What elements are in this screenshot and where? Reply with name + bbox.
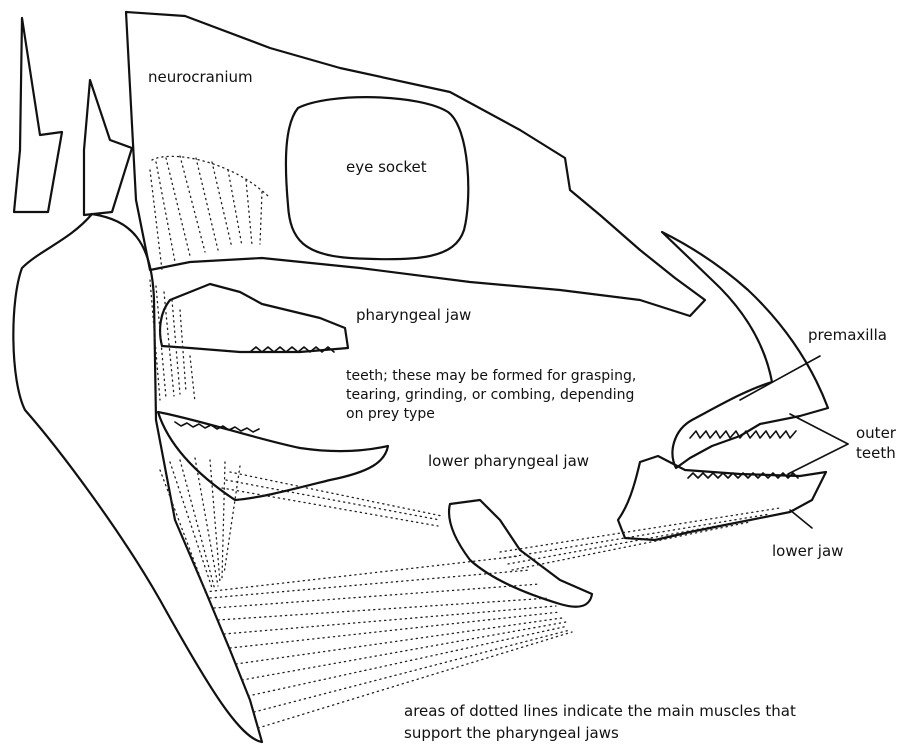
eye-socket-outline — [286, 97, 468, 259]
muscle-fibers-upper — [150, 156, 268, 270]
lower-jaw-teeth — [688, 473, 798, 478]
premaxilla-leader-line — [740, 356, 820, 400]
lower-pharyngeal-jaw — [158, 412, 388, 500]
footnote-line-2: support the pharyngeal jaws — [404, 724, 619, 742]
label-outer-teeth-line-2: teeth — [856, 444, 896, 462]
label-pharyngeal-jaw: pharyngeal jaw — [356, 306, 471, 324]
label-outer-teeth-line-1: outer — [856, 424, 897, 442]
outer-teeth-leader-upper — [790, 414, 848, 444]
label-eye-socket: eye socket — [346, 158, 427, 176]
vertebra-spine-2 — [84, 80, 132, 215]
muscle-fibers-lower — [160, 458, 442, 590]
footnote-line-1: areas of dotted lines indicate the main … — [404, 702, 796, 720]
premaxilla-teeth — [690, 431, 796, 438]
label-neurocranium: neurocranium — [148, 68, 253, 86]
vertebra-spine-1 — [14, 18, 62, 212]
label-premaxilla: premaxilla — [808, 326, 887, 344]
label-lower-jaw: lower jaw — [772, 542, 843, 560]
label-teeth-note-line-3: on prey type — [346, 406, 435, 422]
upper-pharyngeal-jaw — [160, 284, 348, 352]
hyoid-bone — [449, 500, 592, 607]
outer-teeth-leader-lower — [788, 444, 848, 474]
lower-jaw-leader-line — [790, 510, 812, 528]
label-lower-pharyngeal-jaw: lower pharyngeal jaw — [428, 452, 589, 470]
label-teeth-note-line-2: tearing, grinding, or combing, depending — [346, 387, 634, 403]
label-teeth-note-line-1: teeth; these may be formed for grasping, — [346, 368, 636, 384]
